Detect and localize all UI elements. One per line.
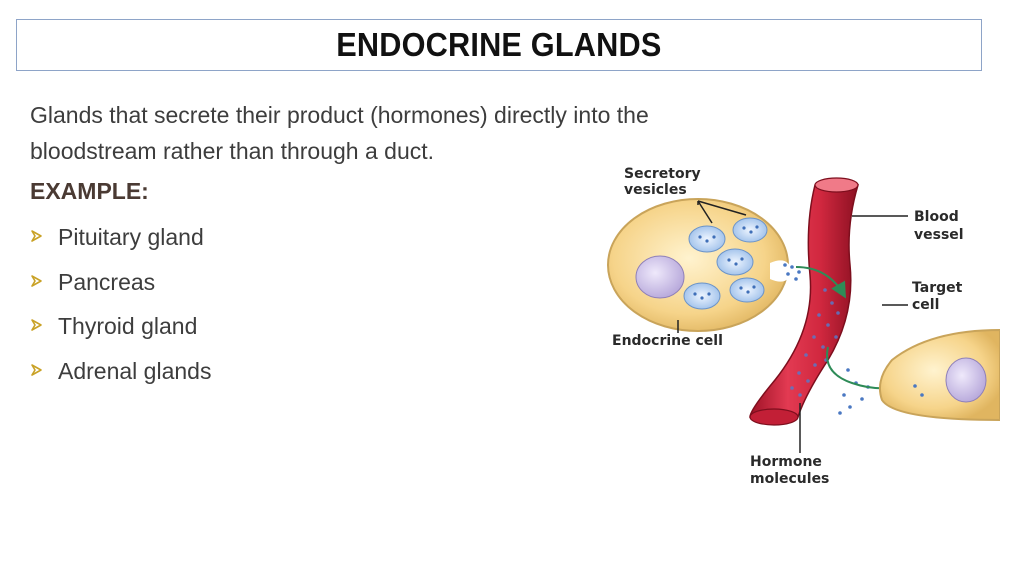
intro-text: Glands that secrete their product (hormo… xyxy=(30,102,649,164)
list-item-label: Pancreas xyxy=(58,268,156,295)
list-item-label: Pituitary gland xyxy=(58,224,204,250)
label-endocrine-cell: Endocrine cell xyxy=(612,333,723,349)
endocrine-cell xyxy=(607,198,792,332)
label-secretory-vesicles-line1: Secretory xyxy=(624,166,701,182)
list-item-label: Thyroid gland xyxy=(58,313,198,339)
list-item: Thyroid gland xyxy=(30,311,211,356)
blood-vessel xyxy=(749,177,860,426)
label-target-cell-line1: Target xyxy=(912,280,963,296)
title-box: ENDOCRINE GLANDS xyxy=(16,19,982,71)
secretory-vesicle xyxy=(729,277,765,303)
endocrine-diagram: Secretory vesicles Blood vessel Target c… xyxy=(607,166,1000,487)
list-item: Adrenal glands xyxy=(30,356,211,401)
label-target-cell-line2: cell xyxy=(912,297,939,313)
bullet-arrow-icon xyxy=(30,229,58,248)
label-blood-vessel-line1: Blood xyxy=(914,209,959,225)
bullet-arrow-icon xyxy=(30,363,58,382)
list-item-label: Adrenal glands xyxy=(58,357,212,384)
label-hormone-molecules-line2: molecules xyxy=(750,471,829,487)
list-item: Pancreas xyxy=(30,267,211,312)
bullet-arrow-icon xyxy=(30,274,58,293)
target-nucleus xyxy=(945,357,987,403)
slide-title: ENDOCRINE GLANDS xyxy=(336,26,662,63)
list-item: Pituitary gland xyxy=(30,222,211,267)
target-cell xyxy=(879,328,1000,422)
example-label: EXAMPLE: xyxy=(30,178,149,204)
label-hormone-molecules-line1: Hormone xyxy=(750,454,822,470)
hormone-path-arrow xyxy=(795,266,846,299)
secretory-vesicle xyxy=(732,217,768,243)
secretory-vesicle xyxy=(688,225,726,253)
secretory-vesicle xyxy=(683,282,721,310)
secretory-vesicle xyxy=(716,248,754,276)
example-list: Pituitary gland Pancreas Thyroid gland A… xyxy=(30,222,211,400)
nucleus xyxy=(635,255,685,299)
label-secretory-vesicles-line2: vesicles xyxy=(624,182,687,198)
label-blood-vessel-line2: vessel xyxy=(914,227,964,243)
bullet-arrow-icon xyxy=(30,318,58,337)
